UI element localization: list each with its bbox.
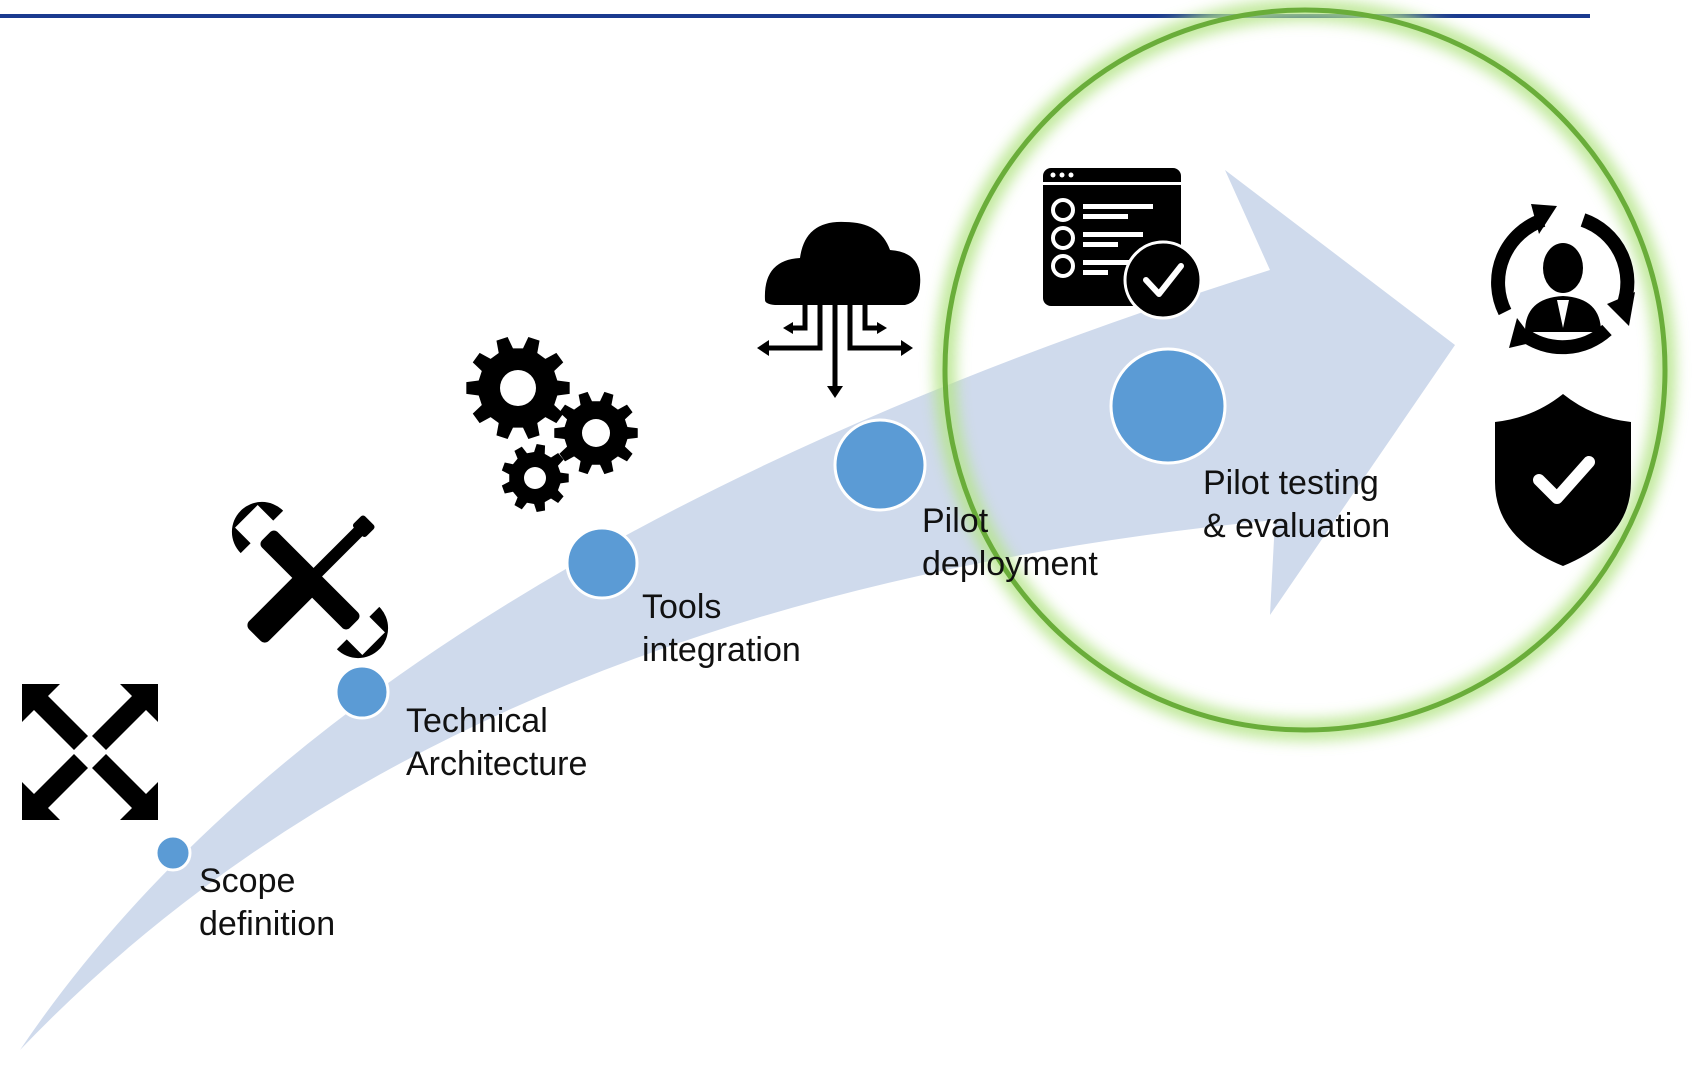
- step-node-architecture[interactable]: [334, 664, 390, 720]
- user-cycle-icon: [1491, 204, 1635, 355]
- gear-hole: [582, 419, 610, 447]
- checklist-approved-icon: [1043, 168, 1203, 320]
- step-label-pilot-testing: Pilot testing & evaluation: [1203, 464, 1391, 545]
- gear-hole: [524, 467, 546, 489]
- highlight-ring: [942, 7, 1668, 733]
- wrench-screwdriver-icon: [231, 501, 389, 659]
- step-label-scope: Scope definition: [199, 862, 336, 943]
- step-label-pilot-deployment: Pilot deployment: [922, 502, 1098, 583]
- top-rule: [0, 14, 1590, 18]
- step-node-tools[interactable]: [565, 526, 639, 600]
- shield-check-icon: [1495, 394, 1631, 566]
- step-label-tools: Tools integration: [642, 588, 801, 669]
- gears-icon: [466, 337, 638, 512]
- cloud-network-icon: [757, 221, 921, 398]
- step-node-pilot-testing[interactable]: [1109, 347, 1227, 465]
- expand-arrows-icon: [22, 684, 158, 820]
- step-node-pilot-deployment[interactable]: [833, 418, 927, 512]
- step-label-architecture: Technical Architecture: [406, 702, 588, 783]
- step-node-scope[interactable]: [154, 834, 192, 872]
- progress-arrow: [20, 170, 1455, 1050]
- gear-hole: [500, 370, 536, 406]
